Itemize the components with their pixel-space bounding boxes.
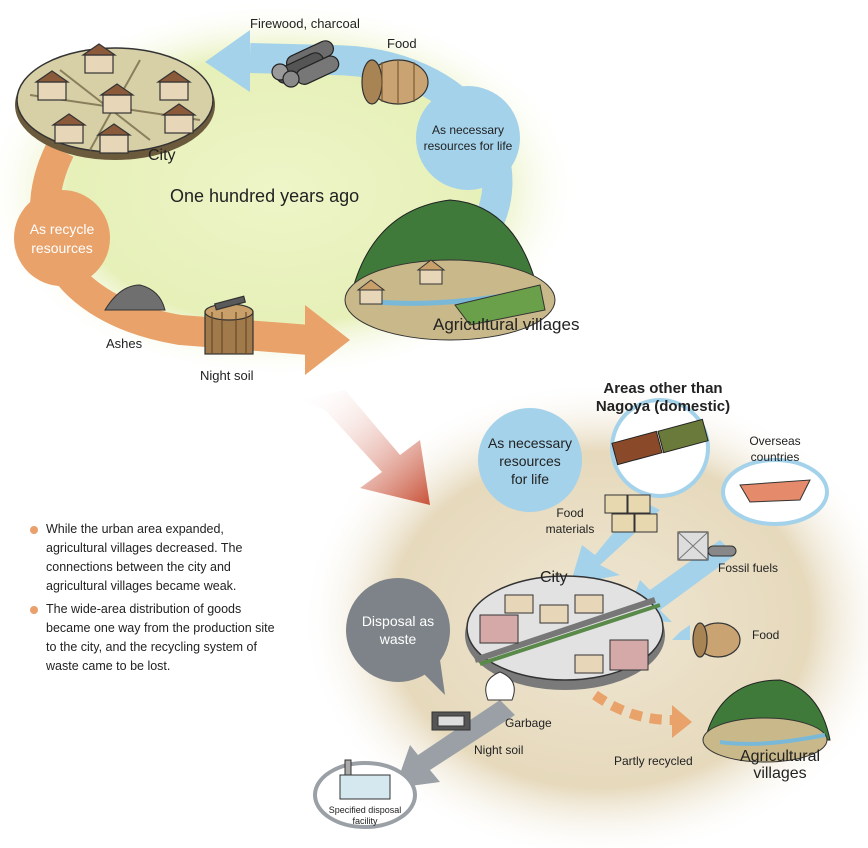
bottom-necessary-bubble — [478, 408, 582, 512]
garbage-bag — [485, 671, 515, 701]
fossil-fuels-illustration — [677, 531, 737, 561]
arrow-food — [672, 625, 690, 640]
bottom-necessary-line-1: As necessary — [487, 435, 573, 451]
areas-line-1: Areas other than — [603, 380, 723, 397]
bullet-text-1: While the urban area expanded, agricultu… — [46, 522, 243, 593]
bottom-necessary-line-2: resources — [499, 453, 561, 469]
top-recycle-text: As recycle resources — [17, 220, 107, 258]
partly-recycled-label: Partly recycled — [614, 754, 693, 768]
top-necessary-bubble — [416, 86, 520, 190]
top-city-illustration — [15, 43, 215, 160]
overseas-label: Overseas countries — [735, 433, 815, 465]
food-materials-line-1: Food — [556, 506, 584, 520]
bullet-text-2: The wide-area distribution of goods beca… — [46, 602, 275, 673]
explanation-bullets: While the urban area expanded, agricultu… — [30, 520, 285, 680]
disposal-text: Disposal as waste — [352, 612, 444, 648]
top-agri-label: Agricultural villages — [433, 315, 580, 334]
ashes-label: Ashes — [106, 336, 143, 351]
bullet-dot-icon — [30, 606, 38, 614]
bottom-agri-illustration — [702, 679, 831, 763]
top-food-label: Food — [387, 36, 417, 51]
bullet-dot-icon — [30, 526, 38, 534]
top-recycle-line-1: As recycle — [29, 221, 95, 237]
partly-recycled-arrow — [592, 690, 673, 725]
disposal-line-1: Disposal as — [361, 613, 435, 629]
top-title: One hundred years ago — [170, 186, 360, 206]
overseas-line-1: Overseas — [749, 434, 801, 448]
firewood-illustration — [271, 40, 340, 88]
food-crates — [604, 494, 658, 533]
facility-line-2: facility — [352, 816, 378, 826]
top-orange-arrowhead — [305, 305, 350, 375]
bottom-city-label: City — [540, 569, 568, 586]
transition-arrow — [300, 390, 430, 505]
top-necessary-line-2: resources for life — [423, 139, 513, 153]
firewood-label: Firewood, charcoal — [250, 16, 360, 31]
bullet-item: While the urban area expanded, agricultu… — [30, 520, 285, 596]
top-agri-illustration — [344, 199, 556, 341]
bullet-item: The wide-area distribution of goods beca… — [30, 600, 285, 676]
disposal-bubble — [346, 578, 450, 682]
ship-illustration — [739, 479, 811, 503]
top-necessary-line-1: As necessary — [431, 123, 505, 137]
bottom-agri-line-2: villages — [753, 765, 807, 782]
areas-label: Areas other than Nagoya (domestic) — [588, 380, 738, 416]
top-necessary-text: As necessary resources for life — [418, 122, 518, 154]
top-recycle-bubble — [14, 190, 110, 286]
top-night-soil-label: Night soil — [200, 368, 254, 383]
facility-label: Specified disposal facility — [320, 805, 410, 827]
night-soil-bucket — [204, 295, 254, 355]
bottom-necessary-text: As necessary resources for life — [480, 434, 580, 488]
top-blue-arrowhead — [205, 30, 250, 92]
bottom-night-soil-label: Night soil — [474, 743, 524, 757]
food-bale-bottom — [692, 622, 741, 658]
ashes-pile — [104, 284, 166, 311]
food-materials-line-2: materials — [545, 522, 595, 536]
top-recycle-line-2: resources — [31, 240, 93, 256]
disposal-line-2: waste — [379, 631, 417, 647]
areas-line-2: Nagoya (domestic) — [595, 398, 731, 415]
food-bale-illustration — [361, 59, 429, 105]
bottom-agri-label: Agricultural villages — [720, 748, 840, 782]
train-illustration — [611, 418, 709, 466]
garbage-label: Garbage — [505, 716, 552, 730]
facility-line-1: Specified disposal — [328, 805, 402, 815]
disposal-facility — [313, 759, 417, 829]
bottom-agri-line-1: Agricultural — [739, 748, 821, 765]
bottom-necessary-line-3: for life — [510, 471, 550, 487]
overseas-line-2: countries — [750, 450, 800, 464]
top-city-label: City — [148, 147, 176, 164]
bottom-city-illustration — [465, 575, 665, 690]
fossil-fuels-label: Fossil fuels — [718, 561, 779, 575]
partly-recycled-arrowhead — [672, 705, 692, 738]
night-soil-tank — [431, 711, 471, 731]
disposal-bubble-tail — [420, 660, 445, 695]
food-materials-label: Food materials — [530, 505, 610, 537]
arrow-disposal — [395, 700, 515, 788]
bottom-food-label: Food — [752, 628, 780, 642]
